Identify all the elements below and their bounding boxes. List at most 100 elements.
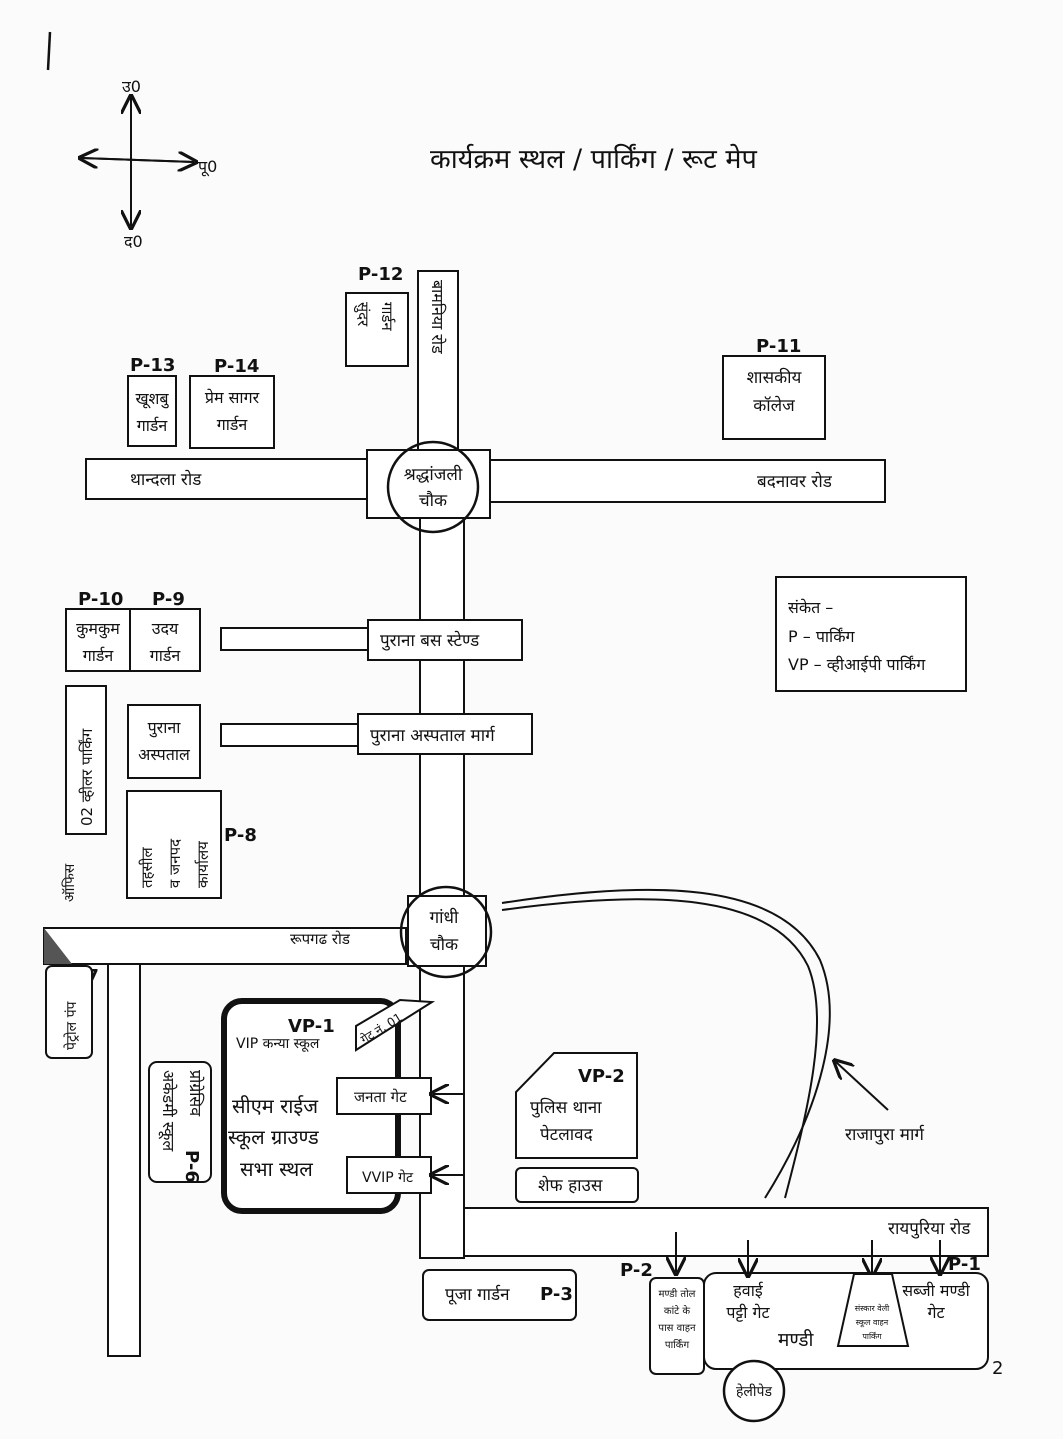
legend-item-vp: VP – व्हीआईपी पार्किंग <box>788 655 926 674</box>
two-wheeler-parking-label: 02 व्हीलर पार्किंग <box>78 728 96 826</box>
p14-line2: गार्डन <box>217 415 249 434</box>
p10-code: P-10 <box>78 589 123 610</box>
compass-rose: उ0 पू0 द0 <box>80 77 217 251</box>
p10-line1: कुमकुम <box>76 619 120 639</box>
gandhi-chowk-line1: गांधी <box>430 907 459 928</box>
vvip-gate-label: VVIP गेट <box>362 1169 414 1186</box>
p3-code: P-3 <box>540 1284 573 1305</box>
p1-code: P-1 <box>948 1254 981 1275</box>
p9-code: P-9 <box>152 589 185 610</box>
p1-line2: गेट <box>927 1303 945 1322</box>
rajapura-marg-label: राजापुरा मार्ग <box>845 1124 925 1145</box>
p9-line1: उदय <box>152 619 179 638</box>
p11-line1: शासकीय <box>747 367 803 388</box>
mandi-label: मण्डी <box>778 1328 815 1351</box>
p11-government-college <box>722 355 826 440</box>
p13-code: P-13 <box>130 355 175 376</box>
p8-tehsil-office <box>126 790 222 899</box>
p13-line2: गार्डन <box>137 416 169 435</box>
two-wheeler-parking <box>65 685 107 835</box>
chef-house <box>515 1167 639 1203</box>
p3-name: पूजा गार्डन <box>445 1284 510 1305</box>
compass-south: द0 <box>124 232 143 251</box>
badnawar-road-label: बदनावर रोड <box>757 471 833 492</box>
police-station-line1: पुलिस थाना <box>530 1097 602 1118</box>
p6-line2: अकेडमी स्कूल <box>158 1070 178 1152</box>
page-title: कार्यक्रम स्थल / पार्किंग / रूट मेप <box>430 143 757 175</box>
sanskar-valley-parking <box>836 1273 910 1347</box>
old-bus-stand <box>367 619 523 661</box>
helipad <box>722 1359 786 1423</box>
vp2-code: VP-2 <box>578 1066 625 1087</box>
raipuriya-road-label: रायपुरिया रोड <box>888 1218 971 1239</box>
p2-line2: कांटे के <box>664 1305 690 1317</box>
p12-code: P-12 <box>358 264 403 285</box>
sanskar-line3: पार्किंग <box>862 1331 882 1341</box>
helipad-label: हेलीपेड <box>736 1383 773 1400</box>
vp1-label: VIP कन्या स्कूल <box>236 1036 320 1052</box>
havai-patti-line2: पट्टी गेट <box>726 1303 770 1322</box>
p12-line2: गार्डन <box>378 302 396 331</box>
p13-khushbu-garden <box>127 375 177 447</box>
rajapura-marg-road <box>501 888 831 1199</box>
raipuriya-road <box>463 1207 989 1257</box>
sanskar-line2: स्कूल वाहन <box>856 1318 889 1328</box>
p10-line2: गार्डन <box>83 646 115 665</box>
p13-line1: खूशबु <box>135 389 169 409</box>
p7-petrol-pump <box>45 965 93 1059</box>
p2-code: P-2 <box>620 1260 653 1281</box>
old-bus-stand-label: पुराना बस स्टेण्ड <box>380 630 480 651</box>
old-hospital-line2: अस्पताल <box>138 745 191 764</box>
page-number: 2 <box>992 1358 1003 1379</box>
gandhi-chowk-line2: चौक <box>430 934 459 955</box>
p8-line1: तहसील <box>138 846 156 888</box>
compass-north: उ0 <box>122 77 141 96</box>
p8-line3: कार्यालय <box>194 841 212 888</box>
p9-uday-garden <box>129 608 201 672</box>
p11-line2: कॉलेज <box>753 395 795 416</box>
old-bus-stand-road <box>220 627 369 651</box>
p1-line1: सब्जी मण्डी <box>902 1281 970 1300</box>
p2-line1: मण्डी तोल <box>659 1288 696 1300</box>
chef-house-label: शेफ हाउस <box>538 1175 603 1196</box>
bamaniya-road <box>417 270 459 462</box>
p12-line1: सुंदर <box>353 302 372 327</box>
p9-line2: गार्डन <box>150 646 182 665</box>
p2-line3: पास वाहन <box>658 1323 696 1334</box>
janta-gate-label: जनता गेट <box>354 1088 407 1106</box>
gate-01-flag <box>355 998 436 1052</box>
police-station-line2: पेटलावद <box>540 1124 594 1145</box>
venue-line3: सभा स्थल <box>240 1157 313 1181</box>
p8-line2: व जनपद <box>166 838 184 888</box>
thandla-road <box>85 458 369 500</box>
p14-prem-sagar-garden <box>189 375 275 449</box>
p11-code: P-11 <box>756 336 801 357</box>
gandhi-chowk-square <box>407 895 487 967</box>
shraddhanjali-chowk <box>386 440 480 534</box>
shraddhanjali-chowk-line2: चौक <box>419 490 448 511</box>
p6-progressive-academy <box>148 1061 212 1183</box>
vp1-code: VP-1 <box>288 1016 335 1037</box>
p2-line4: पार्किंग <box>665 1339 690 1351</box>
p12-sundar-garden <box>345 292 409 367</box>
road-end-triangle <box>44 928 72 964</box>
havai-patti-line1: हवाई <box>733 1281 764 1300</box>
p14-code: P-14 <box>214 356 259 377</box>
vp2-police-station <box>515 1052 638 1159</box>
old-hospital <box>127 704 201 779</box>
p6-code: P-6 <box>181 1150 202 1183</box>
p8-code: P-8 <box>224 825 257 846</box>
thandla-road-label: थान्दला रोड <box>130 469 202 490</box>
venue-line2: स्कूल ग्राउण्ड <box>228 1125 319 1150</box>
sanskar-line1: संस्कार वेली <box>855 1303 890 1313</box>
roopgadh-road <box>43 927 407 965</box>
old-hospital-marg <box>357 713 533 755</box>
gandhi-chowk <box>399 885 493 979</box>
old-hospital-line1: पुराना <box>148 718 182 738</box>
office-label: ऑफिस <box>61 863 78 902</box>
shraddhanjali-chowk-line1: श्रद्धांजली <box>404 464 463 485</box>
compass-east: पू0 <box>198 157 217 177</box>
bamaniya-road-label: बामनिया रोड <box>428 280 447 354</box>
old-hospital-road <box>220 723 359 747</box>
